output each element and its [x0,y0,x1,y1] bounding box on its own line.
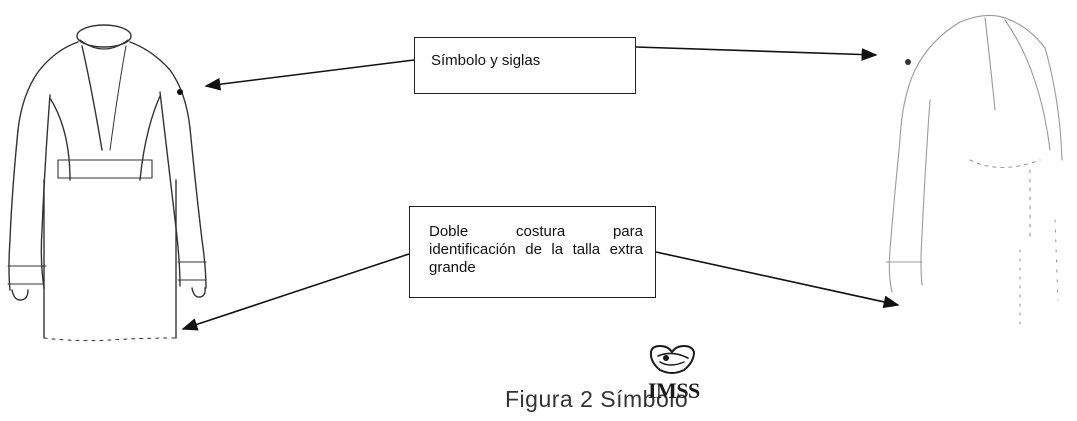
callout-arrows [181,46,900,331]
arrow-symbol-left [204,59,415,91]
imss-wordmark: IMSS [648,378,700,403]
figure-caption: Figura 2 Símbolo [505,386,689,412]
imss-emblem [649,345,695,374]
arrow-seam-right [655,251,900,309]
gown-back-illustration [885,14,1063,331]
callout-double-seam: Doble costura para identificación de la … [409,206,656,298]
arrow-symbol-right [635,46,878,61]
arrow-seam-left [181,253,410,331]
gown-front-illustration [7,24,207,342]
gown-front-collar [76,24,132,48]
callout-symbol-and-initials: Símbolo y siglas [414,37,636,94]
